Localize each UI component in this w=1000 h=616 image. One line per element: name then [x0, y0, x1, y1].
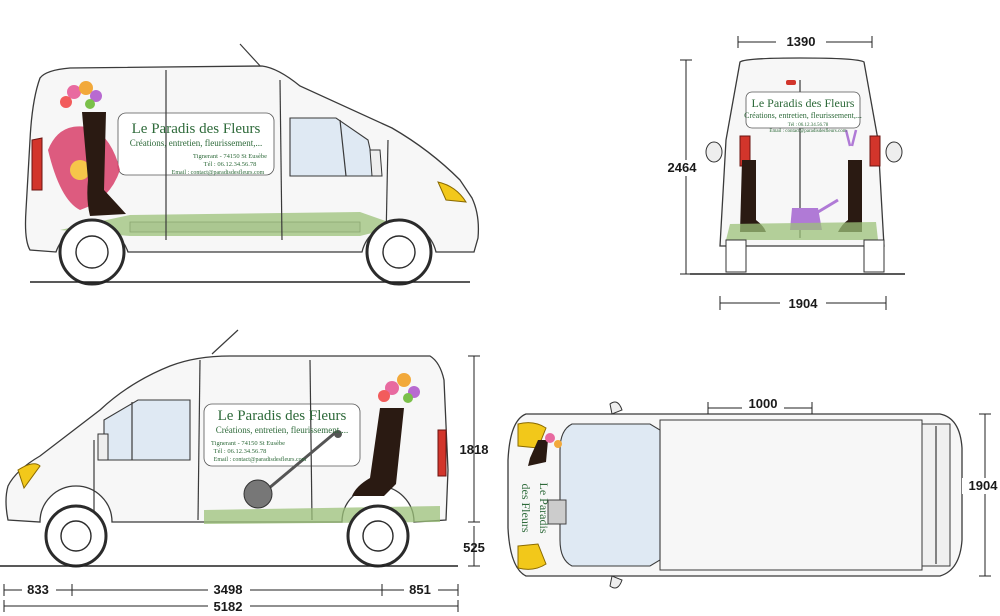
side-left-email: Email : contact@paradisdesfleurs.com: [172, 169, 265, 176]
dim-total-length: 5182: [214, 599, 243, 614]
rear-brand-name: Le Paradis des Fleurs: [752, 96, 855, 110]
dim-side-body-height: 1818: [460, 442, 489, 457]
boot-graphic: [82, 112, 126, 216]
top-view: Le Paradis des Fleurs: [507, 401, 963, 589]
flower-bouquet-top: [60, 81, 102, 109]
rear-email: Email : contact@paradisdesfleurs.com: [769, 129, 846, 134]
side-right-email: Email : contact@paradisdesfleurs.com: [214, 456, 307, 463]
boot-graphic-side: [352, 408, 404, 496]
dim-ground-clearance: 525: [463, 540, 485, 555]
side-view-right: Le Paradis des Fleurs Créations, entreti…: [0, 329, 458, 568]
side-right-address: Tignerant - 74150 St Eusèbe: [211, 440, 285, 447]
dim-front-overhang: 833: [27, 582, 49, 597]
lawnmower-graphic: [243, 430, 342, 509]
rear-tagline: Créations, entretien, fleurissement,...: [744, 111, 862, 120]
garden-tools-graphic: [844, 129, 858, 147]
dim-wheelbase: 3498: [214, 582, 243, 597]
dim-rear-height: 2464: [668, 160, 698, 175]
dim-rear-overhang: 851: [409, 582, 431, 597]
side-left-tagline: Créations, entretien, fleurissement,...: [130, 138, 262, 148]
dim-rear-top-width: 1390: [787, 34, 816, 49]
rear-left-boot: [740, 160, 766, 232]
side-dimensions: 1818 525 833 3498 851 5182: [3, 355, 489, 615]
rear-dimensions: 1390 2464 1904: [662, 33, 887, 311]
side-left-brand-name: Le Paradis des Fleurs: [132, 121, 261, 137]
boot-graphic-top: [528, 433, 562, 466]
dim-top-width: 1904: [969, 478, 999, 493]
top-brand-line2: des Fleurs: [519, 484, 533, 533]
rear-view: Le Paradis des Fleurs Créations, entreti…: [690, 57, 905, 275]
side-left-phone: Tél : 06.12.34.56.78: [204, 161, 257, 168]
dim-top-roof-segment: 1000: [749, 396, 778, 411]
top-dimensions: 1000 1904: [707, 396, 1000, 577]
side-left-address: Tignerant - 74150 St Eusèbe: [193, 153, 267, 160]
side-right-brand-name: Le Paradis des Fleurs: [218, 408, 347, 424]
side-right-tagline: Créations, entretien, fleurissement,...: [216, 425, 348, 435]
dim-rear-bottom-width: 1904: [789, 296, 819, 311]
top-brand-line1: Le Paradis: [537, 483, 551, 534]
side-right-phone: Tél : 06.12.34.56.78: [214, 448, 267, 455]
rear-right-boot: [838, 160, 862, 232]
flower-bouquet-side: [378, 373, 420, 403]
side-view-left: Le Paradis des Fleurs Créations, entreti…: [24, 43, 480, 286]
rear-phone: Tél : 06.12.34.56.78: [788, 123, 829, 128]
